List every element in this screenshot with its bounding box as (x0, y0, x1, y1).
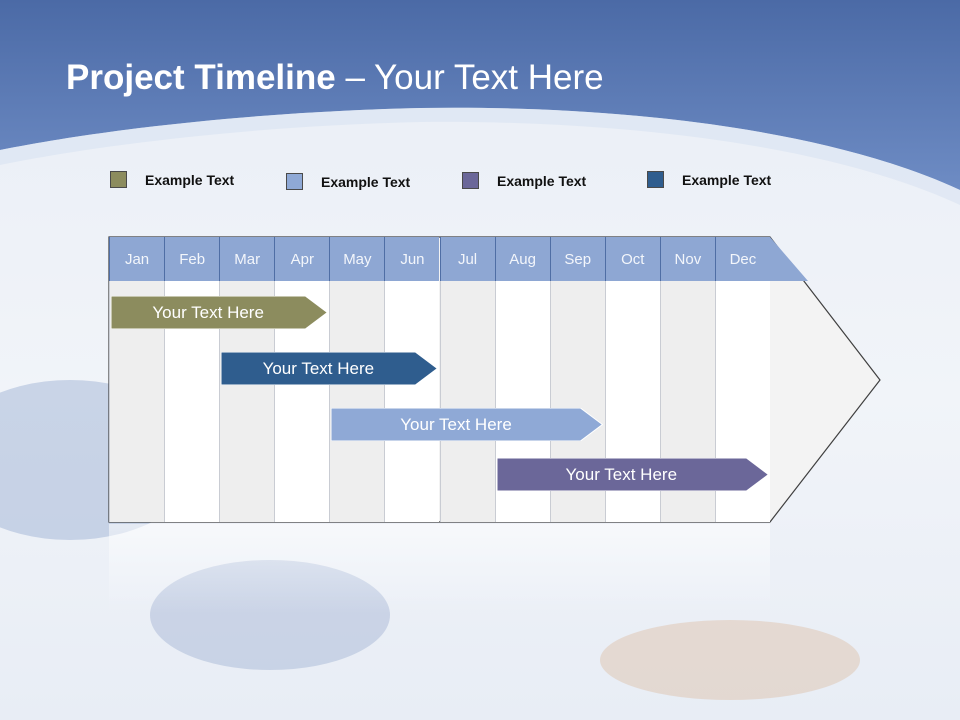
legend-item: Example Text (110, 171, 234, 188)
month-header-apr: Apr (274, 237, 330, 281)
month-header-jun: Jun (384, 237, 440, 281)
task-bar: Your Text Here (496, 458, 768, 491)
task-bar-label: Your Text Here (400, 414, 512, 434)
task-bar-shape (496, 458, 768, 491)
slide-title: Project Timeline – Your Text Here (66, 58, 604, 98)
month-header-mar: Mar (219, 237, 275, 281)
task-bar-label: Your Text Here (262, 358, 375, 378)
task-bar: Your Text Here (331, 408, 603, 441)
task-bar: Your Text Here (221, 352, 438, 385)
legend-label: Example Text (682, 171, 772, 188)
month-header-aug: Aug (494, 237, 550, 281)
background-decoration (600, 620, 860, 700)
month-header-dec: Dec (714, 237, 770, 281)
month-header-oct: Oct (604, 237, 660, 281)
title-rest: – Your Text Here (335, 58, 604, 97)
task-bar-shape (221, 352, 438, 385)
task-bar: Your Text Here (111, 296, 328, 329)
legend-swatch (286, 173, 303, 190)
month-header-sep: Sep (549, 237, 605, 281)
month-header-feb: Feb (164, 237, 220, 281)
month-header-jan: Jan (109, 237, 165, 281)
legend-label: Example Text (145, 171, 235, 188)
legend-item: Example Text (647, 171, 771, 188)
task-bar-label: Your Text Here (565, 464, 678, 484)
task-bar-shape (331, 408, 603, 441)
month-header-nov: Nov (659, 237, 715, 281)
legend-item: Example Text (286, 173, 410, 190)
month-header-jul: Jul (439, 237, 495, 281)
month-header-may: May (329, 237, 385, 281)
legend-item: Example Text (462, 172, 586, 189)
legend-label: Example Text (321, 173, 411, 190)
header-band (0, 0, 960, 205)
title-bold: Project Timeline (66, 58, 336, 97)
legend-swatch (462, 172, 479, 189)
legend-swatch (110, 171, 127, 188)
month-column (384, 281, 440, 522)
month-column (439, 281, 495, 522)
legend-label: Example Text (497, 172, 587, 189)
legend-swatch (647, 171, 664, 188)
task-bar-label: Your Text Here (152, 302, 264, 322)
month-column (329, 281, 385, 522)
timeline-reflection (109, 524, 770, 614)
task-bar-shape (111, 296, 328, 329)
